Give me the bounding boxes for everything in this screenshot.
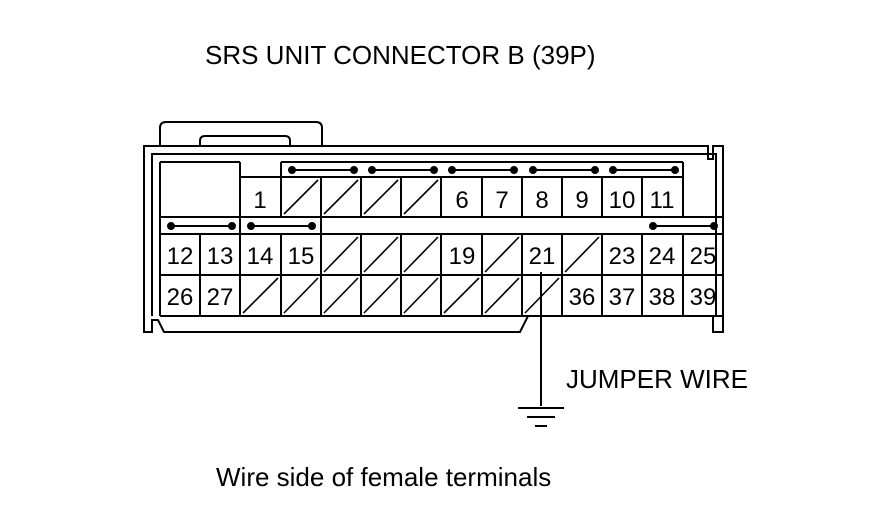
shorting-bars [167,166,718,230]
pin-label: 1 [253,187,266,214]
diagram-caption: Wire side of female terminals [216,462,552,492]
pin-label: 26 [167,284,194,311]
pin-label: 12 [167,243,194,270]
pin-label: 8 [535,187,548,214]
pin-label: 27 [207,284,234,311]
pin-label: 25 [690,243,717,270]
pin-numbers: 1 6 7 8 9 10 11 12 13 14 15 19 21 23 24 … [167,187,717,311]
pin-label: 37 [609,284,636,311]
pin-label: 21 [529,243,556,270]
pin-label: 23 [609,243,636,270]
pin-label: 19 [449,243,476,270]
pin-label: 38 [649,284,676,311]
pin-label: 10 [609,187,636,214]
terminal-grid [159,161,724,317]
pin-label: 15 [288,243,315,270]
pin-label: 24 [649,243,676,270]
jumper-wire-label: JUMPER WIRE [566,364,748,394]
pin-label: 13 [207,243,234,270]
pin-label: 39 [690,284,717,311]
pin-label: 36 [569,284,596,311]
pin-label: 6 [455,187,468,214]
ground-icon [518,407,564,427]
pin-label: 11 [650,187,675,214]
pin-label: 14 [247,243,274,270]
pin-label: 7 [495,187,508,214]
pin-label: 9 [575,187,588,214]
diagram-title: SRS UNIT CONNECTOR B (39P) [205,40,596,70]
